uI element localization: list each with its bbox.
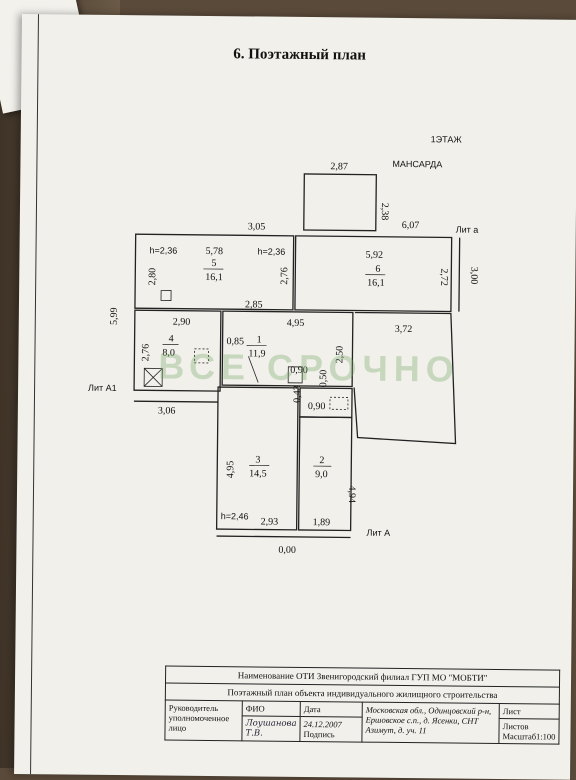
dim-line-000 xyxy=(217,536,351,537)
dim-000: 0,00 xyxy=(278,545,296,556)
stamp-sheets: Листов xyxy=(503,721,556,732)
document-sheet: 6. Поэтажный план xyxy=(14,14,576,780)
dim-592: 5,92 xyxy=(365,250,383,261)
room-2-num: 2 xyxy=(319,455,324,466)
height-236-b: h=2,36 xyxy=(257,246,285,256)
dim-276-b: 2,76 xyxy=(140,344,151,362)
attic-label: МАНСАРДА xyxy=(392,159,442,170)
dim-300: 3,00 xyxy=(468,267,479,285)
stamp-sign-header: Подпись xyxy=(303,729,358,740)
room-3-area: 14,5 xyxy=(249,468,267,479)
dim-280: 2,80 xyxy=(147,268,158,286)
dim-607: 6,07 xyxy=(402,220,420,231)
height-236-a: h=2,36 xyxy=(149,245,177,255)
dim-495-b: 4,95 xyxy=(225,461,236,479)
stamp-date-header: Дата xyxy=(300,701,362,717)
stamp-signature: Лоушанова Т.В. xyxy=(242,716,300,742)
floor-label: 1ЭТАЖ xyxy=(431,134,463,144)
dim-line-306 xyxy=(134,401,218,402)
stamp-date: 24.12.2007 xyxy=(304,719,359,730)
room-3-num: 3 xyxy=(255,454,260,465)
dim-305: 3,05 xyxy=(248,221,266,232)
room-5-area: 16,1 xyxy=(205,272,223,283)
room-5-num: 5 xyxy=(211,258,216,269)
dim-238: 2,38 xyxy=(379,203,390,221)
dim-287: 2,87 xyxy=(330,161,348,172)
stamp-scale: Масштаб1:100 xyxy=(502,731,555,742)
dim-line-300 xyxy=(459,238,460,312)
stamp-address: Московская обл., Одинцовский р-н, Ершовс… xyxy=(362,702,499,743)
dim-272: 2,72 xyxy=(438,268,449,286)
floor-plan: 1ЭТАЖ МАНСАРДА 2,87 2,38 3,05 6,07 Лит а… xyxy=(15,14,576,660)
stamp-fio-header: ФИО xyxy=(242,701,300,717)
room-6-outline xyxy=(295,236,452,312)
stamp-role: Руководитель уполномоченное лицо xyxy=(165,700,242,741)
dim-495-a: 4,95 xyxy=(287,318,305,329)
room-2-area: 9,0 xyxy=(315,469,328,480)
watermark: ВСЕ СРОЧНО xyxy=(158,345,460,390)
dim-494: 4,94 xyxy=(346,485,357,503)
dim-578: 5,78 xyxy=(205,246,223,257)
attic-outline xyxy=(304,174,377,231)
lit-a-lower: Лит а xyxy=(456,225,479,235)
height-246: h=2,46 xyxy=(221,511,249,521)
dim-090-b: 0,90 xyxy=(308,401,326,412)
lit-A: Лит А xyxy=(367,528,391,538)
dashed-box-hall xyxy=(330,397,348,409)
stamp-table: Руководитель уполномоченное лицо ФИО Дат… xyxy=(164,700,559,745)
dim-290: 2,90 xyxy=(173,317,191,328)
dim-372: 3,72 xyxy=(395,324,413,335)
room-6-num: 6 xyxy=(375,264,380,275)
title-block: Наименование ОТИ Звенигородский филиал Г… xyxy=(164,666,560,745)
room-1-num: 1 xyxy=(257,334,262,345)
appliance-symbol xyxy=(161,290,171,300)
dim-599: 5,99 xyxy=(109,307,120,325)
lit-a1: Лит А1 xyxy=(88,383,117,393)
dim-189: 1,89 xyxy=(313,517,331,528)
dim-285: 2,85 xyxy=(245,299,263,310)
dim-276-a: 2,76 xyxy=(279,267,290,285)
room-6-area: 16,1 xyxy=(367,278,385,289)
dim-293: 2,93 xyxy=(261,517,279,528)
room-4-num: 4 xyxy=(169,334,174,345)
stamp-sheet: Лист xyxy=(499,704,559,720)
dim-306: 3,06 xyxy=(158,405,176,416)
